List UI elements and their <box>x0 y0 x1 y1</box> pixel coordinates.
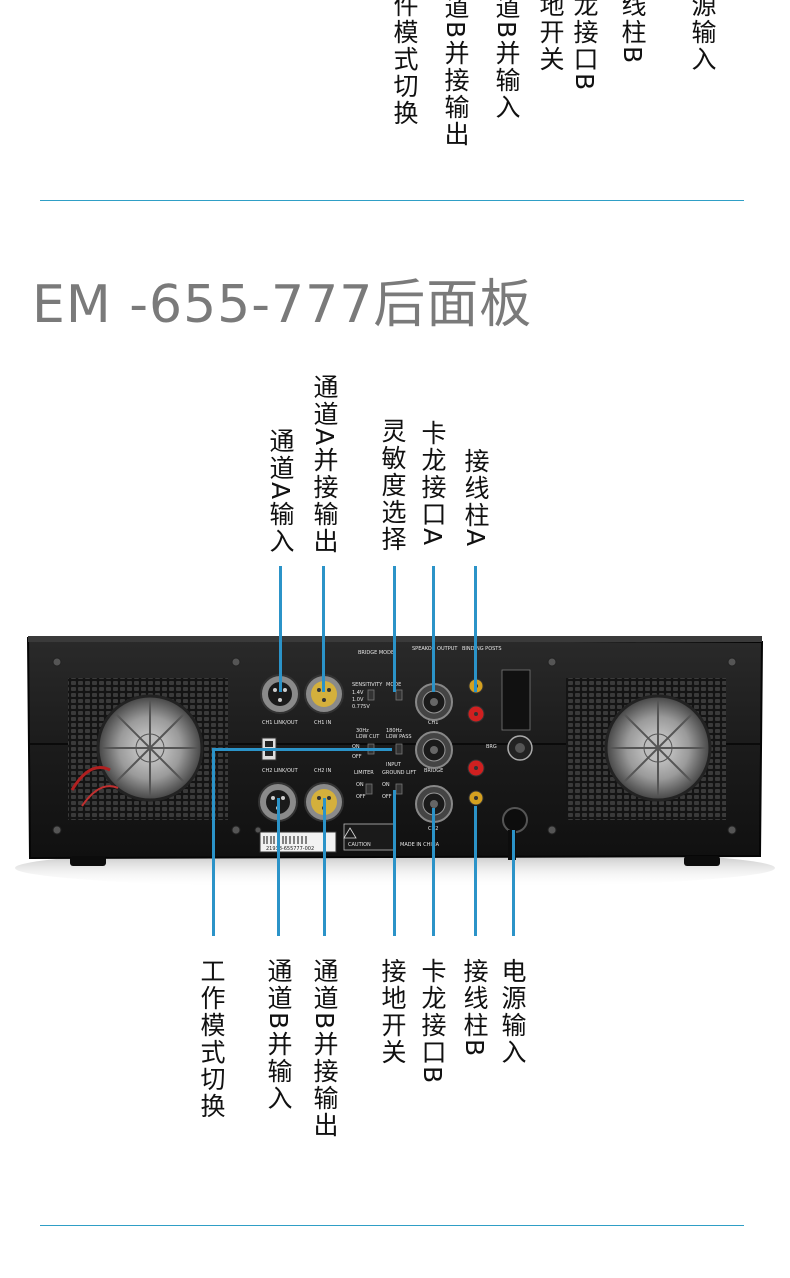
svg-text:OFF: OFF <box>356 794 366 800</box>
svg-text:INPUT: INPUT <box>386 762 402 768</box>
leader-ch-a-input <box>279 566 282 692</box>
svg-text:MADE IN CHINA: MADE IN CHINA <box>400 842 440 848</box>
callout-mode-switch: 工作模式切换 <box>197 958 226 1120</box>
leader-binding-post-b <box>474 806 477 936</box>
svg-text:BINDING POSTS: BINDING POSTS <box>462 646 502 652</box>
leader-speakon-a <box>432 566 435 692</box>
svg-text:CH1 LINK/OUT: CH1 LINK/OUT <box>262 720 299 726</box>
svg-text:CAUTION: CAUTION <box>348 842 371 848</box>
speakon-ch2 <box>415 785 453 823</box>
divider-top <box>40 200 744 201</box>
xlr-ch1-link-out <box>260 674 300 714</box>
callout-power-input: 电源输入 <box>498 958 527 1066</box>
label-plate <box>501 669 531 731</box>
svg-text:ON: ON <box>382 782 390 788</box>
top-label-binding-post-b: 线柱B <box>618 0 647 66</box>
top-label-mode-switch: 件模式切换 <box>390 0 419 127</box>
svg-text:LOW PASS: LOW PASS <box>386 734 412 740</box>
divider-bottom <box>40 1225 744 1226</box>
svg-text:CH1 IN: CH1 IN <box>314 720 331 726</box>
svg-text:SENSITIVITY: SENSITIVITY <box>352 682 383 688</box>
leader-ch-b-link-out <box>323 798 326 936</box>
svg-text:180Hz: 180Hz <box>386 728 402 734</box>
svg-text:ON: ON <box>356 782 364 788</box>
svg-text:0.775V: 0.775V <box>352 704 370 710</box>
svg-text:1.4V: 1.4V <box>352 690 364 696</box>
leader-ch-b-input <box>277 798 280 936</box>
leader-mode-switch-horizontal <box>212 748 392 751</box>
svg-text:LOW CUT: LOW CUT <box>356 734 380 740</box>
callout-speakon-a: 卡龙接口A <box>418 420 447 548</box>
callout-ch-b-input: 通道B并输入 <box>264 958 293 1113</box>
svg-text:21938-655777-002: 21938-655777-002 <box>266 846 314 852</box>
top-label-ch-b-link-in: 道B并输入 <box>492 0 521 122</box>
svg-text:30Hz: 30Hz <box>356 728 369 734</box>
top-label-speakon-b: 龙接口B <box>570 0 599 93</box>
svg-text:CH2 IN: CH2 IN <box>314 768 331 774</box>
callout-binding-post-b: 接线柱B <box>460 958 489 1059</box>
top-label-power-input: 源输入 <box>688 0 717 73</box>
callout-sensitivity: 灵敏度选择 <box>378 418 407 553</box>
leader-mode-switch <box>212 748 215 936</box>
callout-ch-b-link-out: 通道B并接输出 <box>310 958 339 1140</box>
svg-text:CH2 LINK/OUT: CH2 LINK/OUT <box>262 768 299 774</box>
leader-power-input <box>512 830 515 936</box>
svg-text:BRIDGE: BRIDGE <box>424 768 443 774</box>
callout-speakon-b: 卡龙接口B <box>418 958 447 1086</box>
leader-sensitivity <box>393 566 396 692</box>
svg-text:GROUND LIFT: GROUND LIFT <box>382 770 417 776</box>
svg-text:BRIDGE MODE: BRIDGE MODE <box>358 650 394 656</box>
callout-binding-post-a: 接线柱A <box>461 448 490 549</box>
leader-ground-switch <box>393 790 396 936</box>
svg-text:LIMITER: LIMITER <box>354 770 374 776</box>
top-label-ch-b-link-out: 道B并接输出 <box>441 0 470 149</box>
svg-text:1.0V: 1.0V <box>352 697 364 703</box>
foot-right <box>684 856 720 866</box>
speakon-bridge <box>415 731 453 769</box>
top-label-ground-switch: 地开关 <box>536 0 565 73</box>
page-title: EM -655-777后面板 <box>32 275 533 335</box>
warning-plate <box>343 823 395 851</box>
svg-text:OFF: OFF <box>382 794 392 800</box>
callout-ch-a-input: 通道A输入 <box>266 428 295 556</box>
leader-speakon-b <box>432 808 435 936</box>
svg-text:OFF: OFF <box>352 754 362 760</box>
foot-left <box>70 856 106 866</box>
callout-ground-switch: 接地开关 <box>378 958 407 1066</box>
leader-ch-a-link-out <box>322 566 325 692</box>
power-cord-inlet <box>502 807 528 833</box>
leader-binding-post-a <box>474 566 477 692</box>
svg-text:CH1: CH1 <box>428 720 438 726</box>
svg-text:ON: ON <box>352 744 360 750</box>
svg-text:BRG: BRG <box>486 744 497 750</box>
svg-text:SPEAKON OUTPUT: SPEAKON OUTPUT <box>412 646 458 652</box>
speakon-ch1 <box>415 683 453 721</box>
callout-ch-a-link-out: 通道A并接输出 <box>310 374 339 556</box>
